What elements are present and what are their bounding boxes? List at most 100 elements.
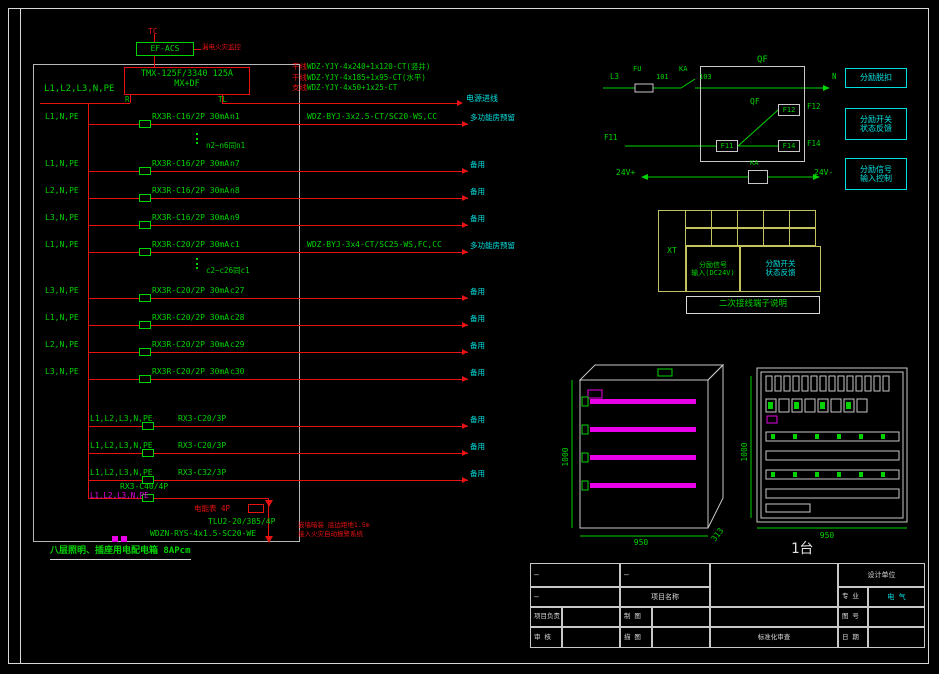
ka-coil-label: KA bbox=[750, 159, 759, 167]
circuit-wire bbox=[88, 252, 468, 253]
phase-l3-label: L3 bbox=[610, 72, 620, 81]
f14-terminal-label: F14 bbox=[782, 141, 796, 150]
circuit-usage-label: 备用 bbox=[470, 187, 485, 196]
ef-acs-module-box: EF-ACS bbox=[136, 42, 194, 56]
main-breaker-model: TMX-125F/3340 125A bbox=[140, 69, 234, 79]
placeholder-dash: — bbox=[534, 570, 539, 580]
circuit-breaker-model: RX3R-C20/2P 30mA bbox=[152, 240, 230, 249]
circuit-usage-label: 备用 bbox=[470, 368, 485, 377]
title-block-cell: — bbox=[530, 587, 620, 607]
wire-horizontal bbox=[194, 49, 201, 50]
drafter-label: 制 图 bbox=[624, 612, 641, 621]
circuit-number: n1 bbox=[230, 112, 240, 121]
project-lead-label: 项目负责 bbox=[534, 612, 560, 621]
circuit-usage-label: 备用 bbox=[470, 341, 485, 350]
f11-terminal-label: F11 bbox=[720, 141, 734, 150]
breaker-symbol bbox=[142, 449, 154, 457]
circuit-range-note: c2~c26同c1 bbox=[196, 258, 250, 275]
arrow-down bbox=[265, 500, 273, 507]
signal-input-text-1: 分励信号 bbox=[699, 260, 727, 269]
cabinet-count-label: 1台 bbox=[791, 541, 813, 557]
circuit-wire bbox=[88, 198, 468, 199]
circuit-usage-label: 备用 bbox=[470, 214, 485, 223]
incoming-bus-label: L1,L2,L3,N,PE bbox=[44, 84, 115, 94]
feeder-spec: WDZ-YJY-4x240+1x120-CT(竖井) bbox=[307, 62, 431, 71]
circuit-phase-label: L1,N,PE bbox=[45, 240, 79, 249]
tracer-cell: 描 图 bbox=[620, 627, 652, 648]
signal-input-label-box: 分励信号 输入控制 bbox=[845, 158, 907, 190]
energy-meter-symbol bbox=[248, 504, 264, 513]
arrow-right bbox=[462, 423, 468, 429]
title-block-cell bbox=[652, 627, 710, 648]
circuit-phase-label: L1,L2,L3,N,PE bbox=[90, 491, 149, 500]
circuit-breaker-model: RX3-C20/3P bbox=[178, 441, 227, 450]
circuit-breaker-model: RX3R-C20/2P 30mA bbox=[152, 367, 230, 376]
ka-contact-label: KA bbox=[679, 65, 688, 73]
circuit-usage-label: 备用 bbox=[470, 160, 485, 169]
breaker-symbol bbox=[142, 422, 154, 430]
circuit-breaker-model: RX3R-C16/2P 30mA bbox=[152, 159, 230, 168]
main-breaker-accessories: MX+DF bbox=[174, 78, 200, 89]
title-block-cell bbox=[562, 627, 620, 648]
shunt-trip-label-box: 分励脱扣 bbox=[845, 68, 907, 88]
standardization-label: 标准化审查 bbox=[757, 632, 791, 641]
drawing-no-cell: 图 号 bbox=[838, 607, 868, 627]
meter-cable-spec: WDZN-RYS-4x1.5-SC20-WE bbox=[150, 529, 256, 538]
circuit-number: n7 bbox=[230, 159, 240, 168]
circuit-breaker-model: RX3-C20/3P bbox=[178, 414, 227, 423]
signal-input-label-2: 输入控制 bbox=[860, 174, 892, 183]
date-cell: 日 期 bbox=[838, 627, 868, 648]
signal-input-label-1: 分励信号 bbox=[860, 164, 892, 174]
f11-terminal-box: F11 bbox=[716, 140, 738, 152]
arrow-right bbox=[462, 349, 468, 355]
panel-enclosure-box bbox=[33, 64, 300, 542]
breaker-symbol bbox=[139, 321, 151, 329]
drawing-frame-margin-line bbox=[20, 8, 21, 664]
circuit-number: c27 bbox=[230, 286, 245, 295]
f12-wire-label: F12 bbox=[807, 102, 821, 111]
circuit-wire bbox=[88, 379, 468, 380]
wire-vertical bbox=[222, 95, 223, 103]
fuse-label: FU bbox=[633, 65, 642, 73]
circuit-phase-label: L3,N,PE bbox=[45, 213, 79, 222]
circuit-wire bbox=[88, 426, 468, 427]
shunt-trip-label: 分励脱扣 bbox=[860, 73, 892, 83]
circuit-breaker-model: RX3-C32/3P bbox=[178, 468, 227, 477]
circuit-usage-label: 备用 bbox=[470, 469, 485, 478]
note-text: c2~c26同c1 bbox=[206, 266, 250, 275]
terminal-number bbox=[711, 228, 738, 246]
cabinet-depth-dim: 313 bbox=[709, 526, 725, 543]
circuit-row: L1,L2,L3,N,PE RX3-C32/3P 备用 bbox=[88, 468, 540, 484]
terminal-name bbox=[789, 210, 816, 228]
arrow-right bbox=[462, 477, 468, 483]
circuit-wire bbox=[88, 124, 468, 125]
title-block-cell bbox=[868, 627, 925, 648]
feeder-prefix: 干线 bbox=[292, 62, 307, 71]
feeder-cables: 干线WDZ-YJY-4x240+1x120-CT(竖井)干线WDZ-YJY-4x… bbox=[292, 62, 431, 95]
breaker-symbol bbox=[139, 194, 151, 202]
meter-note-2: 接入火灾自动报警系统 bbox=[298, 530, 363, 538]
circuit-wire bbox=[88, 298, 468, 299]
tracer-label: 描 图 bbox=[624, 632, 641, 641]
circuit-row: L2,N,PE RX3R-C20/2P 30mA c29 备用 bbox=[45, 340, 545, 356]
terminal-number bbox=[685, 228, 712, 246]
terminal-r-label: R bbox=[125, 95, 130, 104]
wire-vertical bbox=[154, 56, 155, 67]
feeder-prefix: 干线 bbox=[292, 72, 307, 82]
breaker-symbol bbox=[139, 348, 151, 356]
terminal-number-row bbox=[685, 228, 821, 246]
fire-monitor-note: 漏电火灾监控 bbox=[202, 43, 241, 51]
feeder-spec: WDZ-YJY-4x50+1x25-CT bbox=[307, 83, 398, 93]
circuit-range-note: n2~n6同n1 bbox=[196, 133, 245, 150]
terminal-header-row bbox=[685, 210, 821, 228]
circuit-breaker-model: RX3R-C16/2P 30mA bbox=[152, 213, 230, 222]
feeder-prefix: 支线 bbox=[292, 83, 307, 93]
status-feedback-text-1: 分励开关 bbox=[765, 259, 796, 269]
circuit-cable-spec: WDZ-BYJ-3x2.5-CT/SC20-WS,CC bbox=[307, 112, 438, 121]
meter-breaker-model: TLU2-20/385/4P bbox=[208, 517, 276, 526]
terminal-table-caption-box: 二次接线端子说明 bbox=[686, 296, 820, 314]
circuit-wire bbox=[88, 480, 468, 481]
f14-terminal-box: F14 bbox=[778, 140, 800, 152]
title-block: — — — 项目名称 项目负责 审 核 制 图 描 图 标准化审查 设计单位 专… bbox=[530, 563, 925, 648]
panel-title: 八层照明、插座用电配电箱 8APcm bbox=[50, 546, 191, 561]
